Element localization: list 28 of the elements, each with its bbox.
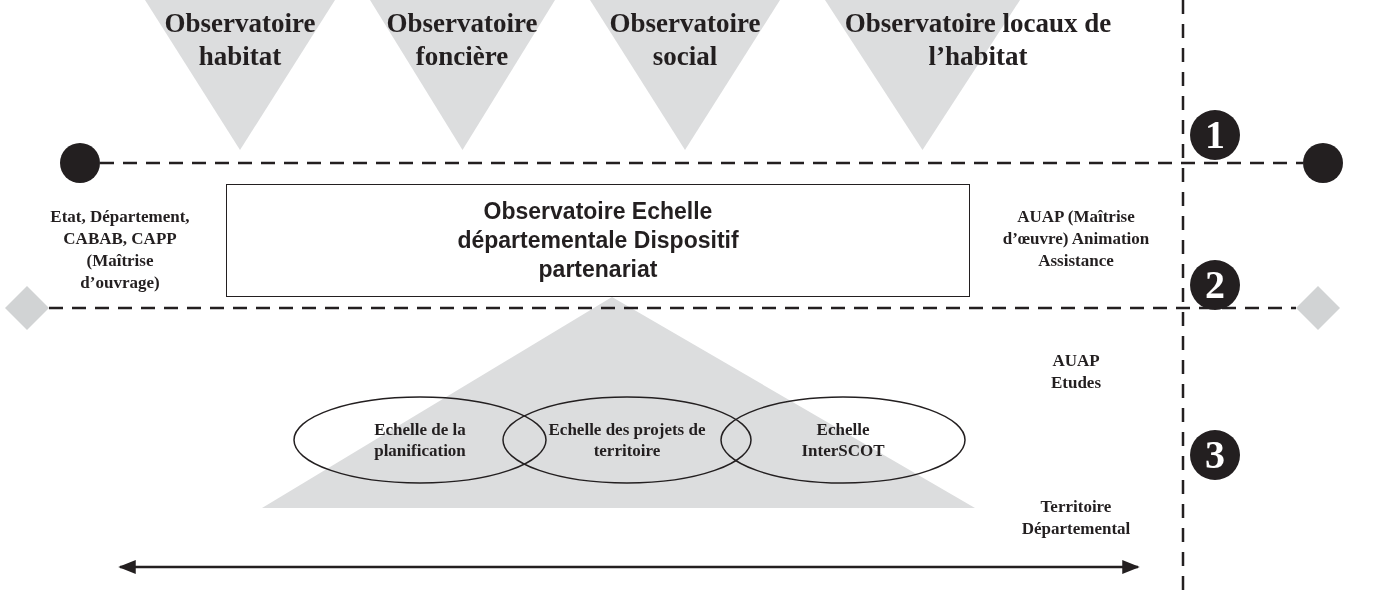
- node-label: Observatoire foncière: [385, 7, 539, 73]
- diamond-marker: [1296, 286, 1340, 330]
- node-label: Echelle des projets de territoire: [547, 419, 707, 461]
- node-label: Observatoire locaux de l’habitat: [843, 7, 1113, 73]
- node-label: Observatoire social: [608, 7, 762, 73]
- node-label: Observatoire Echelle départementale Dispositif partenariat: [456, 197, 740, 284]
- callout-number: 1: [1190, 110, 1240, 160]
- side-label: AUAP Etudes: [1049, 350, 1103, 394]
- node-label: Echelle de la planification: [373, 419, 467, 461]
- ellipse-shape: [502, 396, 752, 484]
- text-box: [226, 184, 970, 297]
- triangle-shape: [590, 0, 780, 150]
- callout-number: 3: [1190, 430, 1240, 480]
- side-label: Territoire Départemental: [1020, 496, 1132, 540]
- node-label: Echelle InterSCOT: [800, 419, 886, 461]
- dashed-line: [100, 161, 1303, 165]
- dashed-line: [49, 306, 1296, 310]
- dot-marker: [1303, 143, 1343, 183]
- triangle-shape: [370, 0, 555, 150]
- ellipse-shape: [720, 396, 966, 484]
- side-label: AUAP (Maîtrise d’œuvre) Animation Assistance: [1001, 206, 1151, 272]
- callout-number: 2: [1190, 260, 1240, 310]
- triangle-shape: [145, 0, 335, 150]
- diamond-marker: [5, 286, 49, 330]
- dot-marker: [60, 143, 100, 183]
- ellipse-shape: [293, 396, 547, 484]
- side-label: Etat, Département, CABAB, CAPP (Maîtrise d’ouvrage): [49, 206, 191, 294]
- node-label: Observatoire habitat: [163, 7, 317, 73]
